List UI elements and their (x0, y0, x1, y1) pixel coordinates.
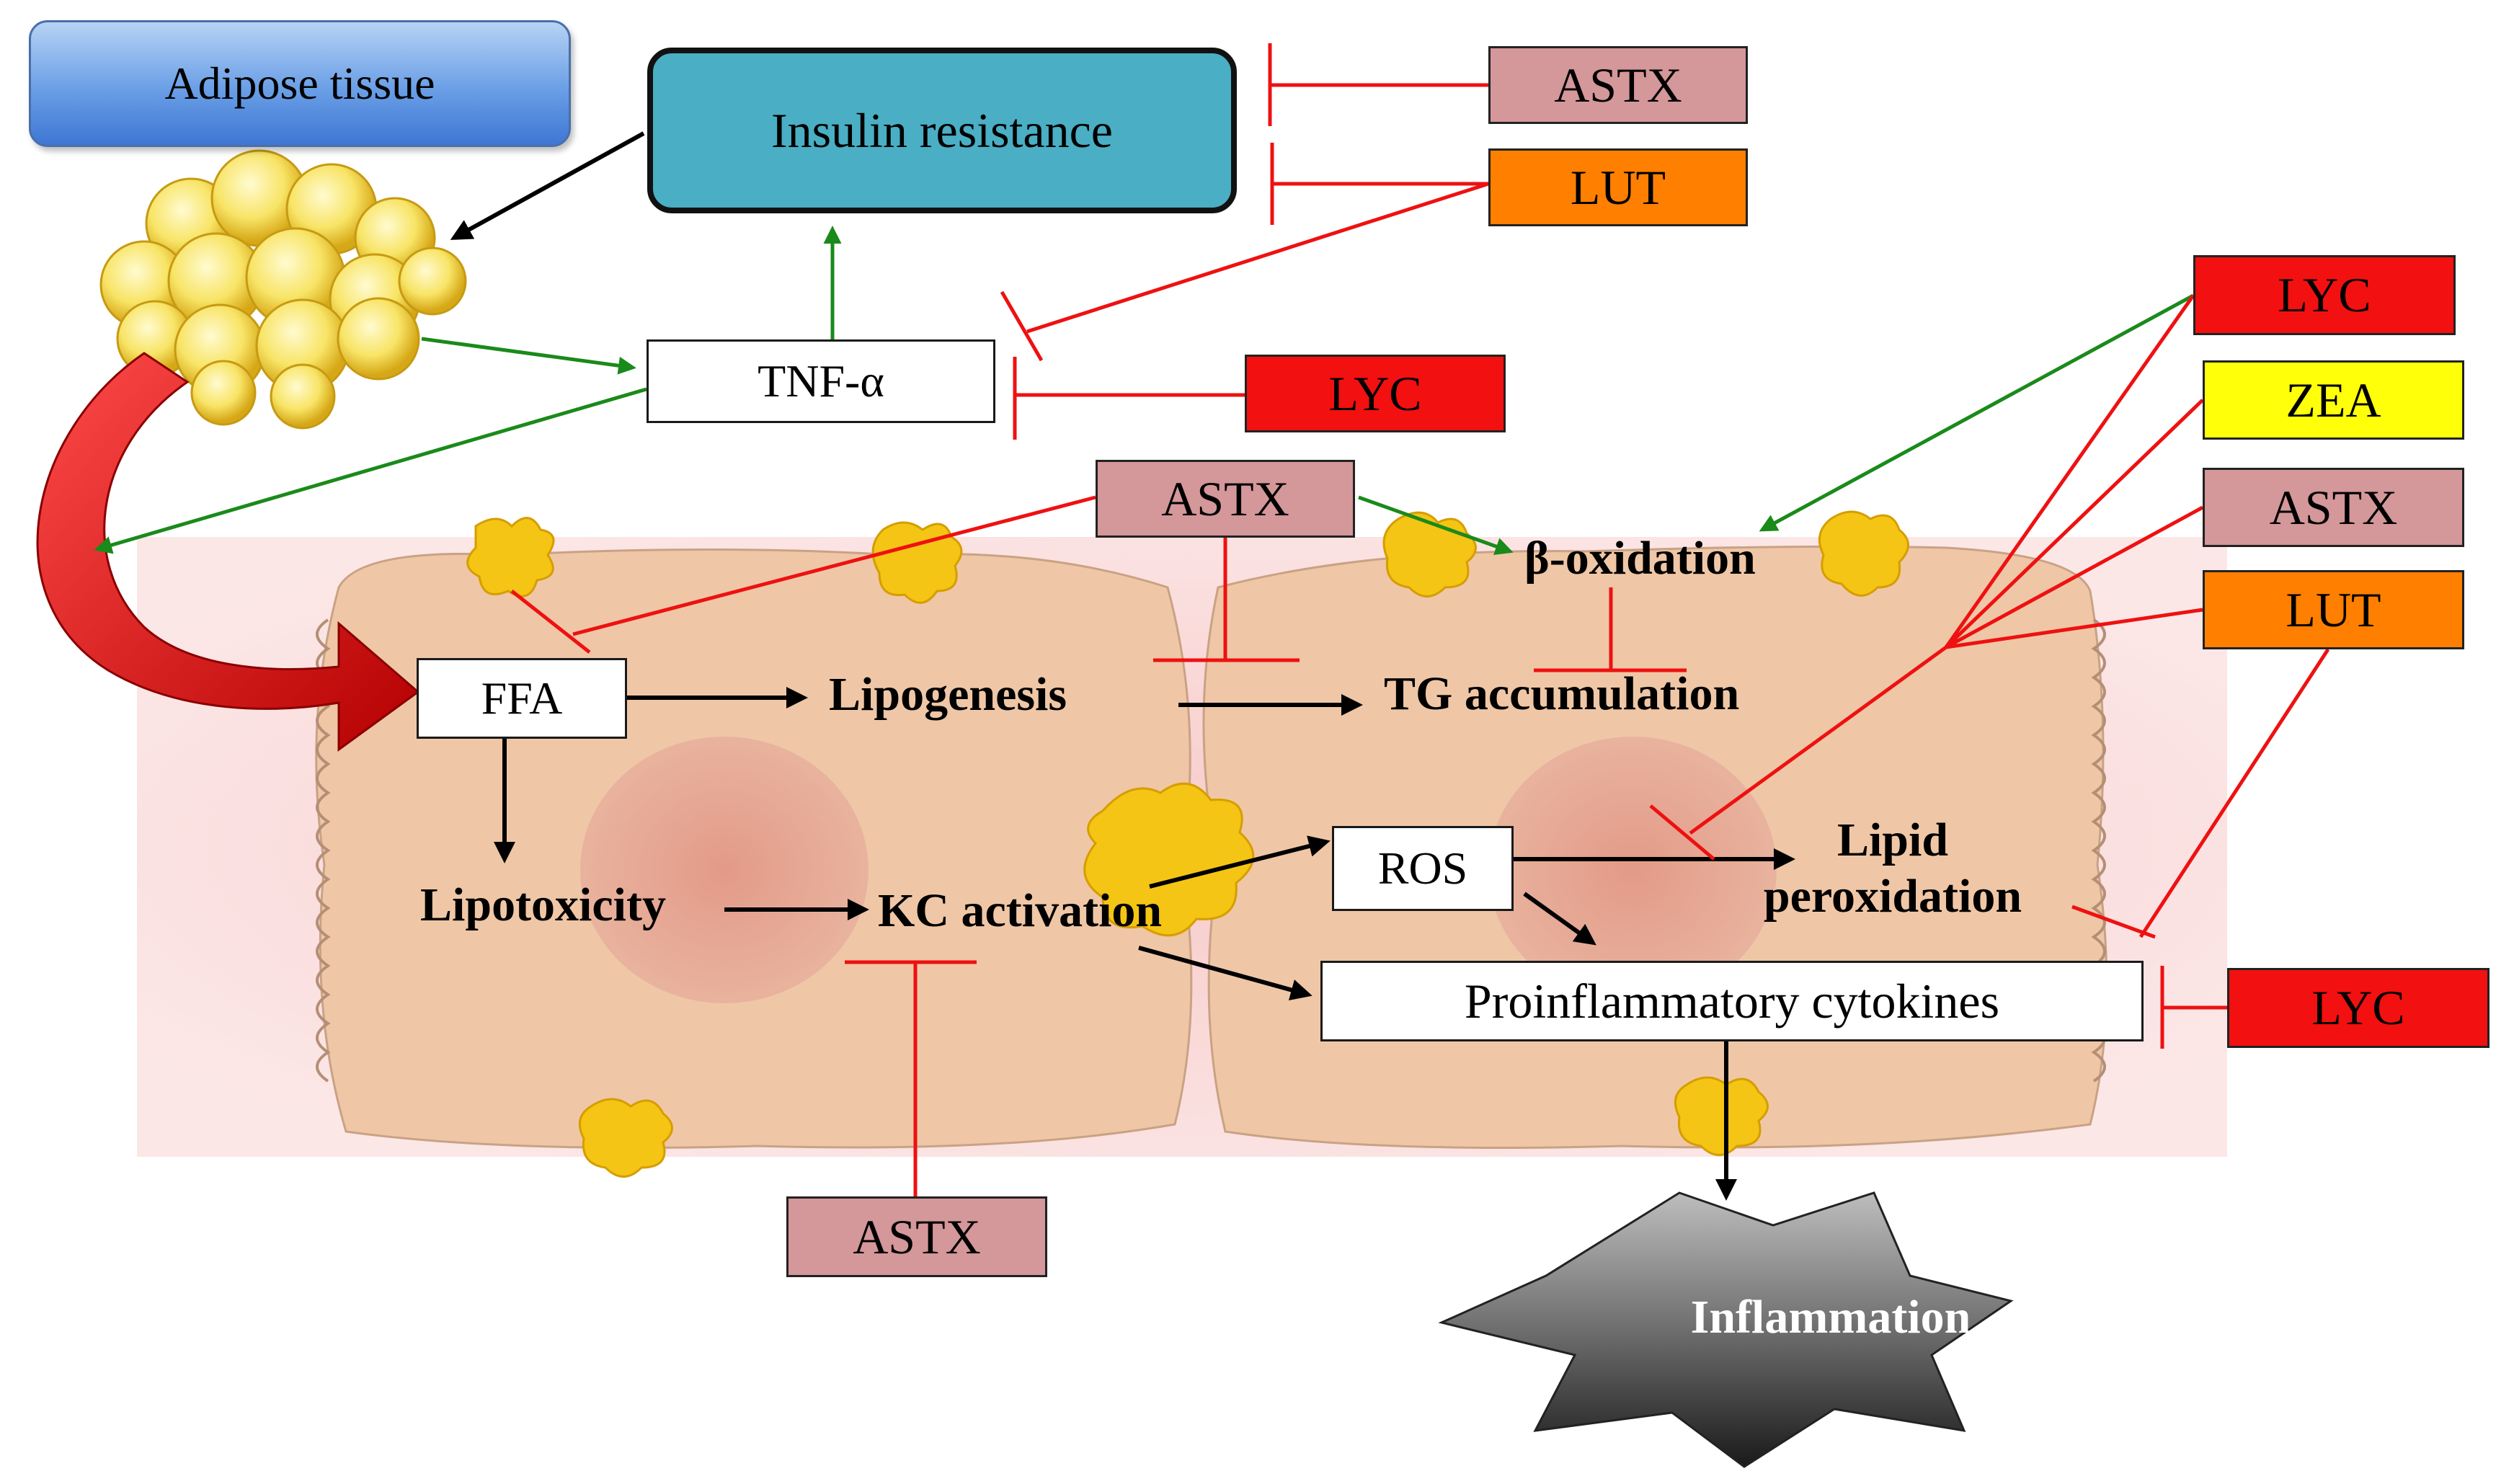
lyc-cytokine-inhibitor: LYC (2227, 968, 2489, 1048)
tg-accumulation-label: TG accumulation (1384, 667, 1740, 720)
kc-activation-label: KC activation (878, 884, 1163, 937)
insulin-resistance-node: Insulin resistance (647, 48, 1237, 213)
tnf-alpha-node: TNF-α (647, 339, 995, 423)
ffa-node: FFA (417, 658, 627, 739)
lut-right-compound: LUT (2203, 570, 2464, 649)
nucleus-right (1488, 737, 1777, 1003)
lut-insulin-inhibitor: LUT (1488, 148, 1748, 226)
promotion-arrows (94, 226, 2195, 556)
nucleus-left (580, 737, 869, 1003)
adipose-tissue-label: Adipose tissue (29, 20, 571, 147)
astx-lipogenesis-inhibitor: ASTX (1096, 460, 1355, 538)
inflammation-label: Inflammation (1690, 1291, 1971, 1343)
inhibition-lines (510, 43, 2330, 1196)
inflammation-star (1438, 1191, 2014, 1468)
proinflammatory-cytokines-node: Proinflammatory cytokines (1320, 961, 2144, 1041)
ros-node: ROS (1332, 826, 1514, 911)
astx-insulin-inhibitor: ASTX (1488, 46, 1748, 124)
lipogenesis-label: Lipogenesis (829, 668, 1067, 721)
lipid-peroxidation-label: Lipid peroxidation (1730, 812, 2056, 925)
lipid-peroxidation-line1: Lipid (1836, 814, 1949, 866)
zea-right-compound: ZEA (2203, 360, 2464, 440)
stellate-cells (466, 510, 1909, 1178)
astx-right-compound: ASTX (2203, 468, 2464, 547)
adipocyte-cluster (99, 149, 467, 430)
astx-kc-inhibitor: ASTX (786, 1196, 1047, 1277)
flow-arrows (450, 131, 1795, 1201)
lipotoxicity-label: Lipotoxicity (420, 879, 666, 931)
lyc-tnf-inhibitor: LYC (1245, 355, 1506, 432)
beta-oxidation-label: β-oxidation (1524, 532, 1756, 585)
lyc-right-compound: LYC (2193, 255, 2456, 335)
lipid-peroxidation-line2: peroxidation (1763, 870, 2022, 923)
